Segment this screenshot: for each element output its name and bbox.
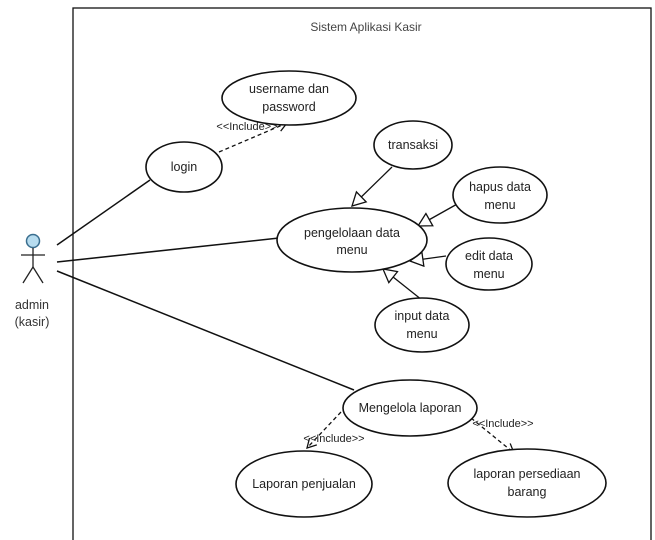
actor-admin[interactable]: admin (kasir) — [15, 233, 50, 330]
generalization-transaksi — [352, 166, 393, 206]
association-mengelola — [56, 270, 355, 391]
include-arrow-penjualan — [306, 411, 342, 449]
use-case-label: menu — [406, 327, 437, 341]
use-case-label: pengelolaan data — [304, 226, 400, 240]
use-case-label: menu — [336, 243, 367, 257]
use-case-label: edit data — [465, 249, 513, 263]
actor-label-line1: admin — [15, 298, 49, 312]
include-arrow-persediaan — [470, 417, 516, 454]
use-case-input-data-menu[interactable]: input data menu — [374, 297, 470, 353]
generalization-hapus — [418, 202, 460, 226]
use-case-label: Laporan penjualan — [252, 477, 356, 491]
use-case-label: Mengelola laporan — [359, 401, 462, 415]
use-case-label: input data — [395, 309, 450, 323]
use-case-label: menu — [473, 267, 504, 281]
use-case-label: username dan — [249, 82, 329, 96]
include-label-login: <<Include>> — [216, 121, 277, 133]
use-case-label: hapus data — [469, 180, 531, 194]
use-case-laporan-penjualan[interactable]: Laporan penjualan — [235, 450, 373, 518]
use-case-label: transaksi — [388, 138, 438, 152]
use-case-login[interactable]: login — [145, 141, 223, 193]
actor-right-leg — [32, 266, 44, 284]
use-case-hapus-data-menu[interactable]: hapus data menu — [452, 166, 548, 224]
use-case-label: password — [262, 100, 316, 114]
use-case-mengelola-laporan[interactable]: Mengelola laporan — [342, 379, 478, 437]
use-case-label: login — [171, 160, 197, 174]
use-case-label: barang — [508, 485, 547, 499]
use-case-label: menu — [484, 198, 515, 212]
include-arrow-login — [218, 121, 289, 153]
use-case-transaksi[interactable]: transaksi — [373, 120, 453, 170]
use-case-label: laporan persediaan — [473, 467, 580, 481]
use-case-pengelolaan-data-menu[interactable]: pengelolaan data menu — [276, 207, 428, 273]
use-case-edit-data-menu[interactable]: edit data menu — [445, 237, 533, 291]
include-label-persediaan: <<Include>> — [472, 418, 533, 430]
actor-left-leg — [22, 266, 34, 284]
include-label-penjualan: <<Include>> — [303, 433, 364, 445]
generalization-edit — [410, 256, 447, 261]
use-case-username-password[interactable]: username dan password — [221, 70, 357, 126]
association-login — [56, 179, 151, 246]
system-title: Sistem Aplikasi Kasir — [310, 20, 421, 34]
actor-label-line2: (kasir) — [15, 315, 50, 329]
generalization-input — [383, 269, 423, 301]
use-case-laporan-persediaan-barang[interactable]: laporan persediaan barang — [447, 448, 607, 518]
stick-figure-actor-icon — [25, 233, 41, 249]
association-pengelolaan — [56, 237, 280, 263]
